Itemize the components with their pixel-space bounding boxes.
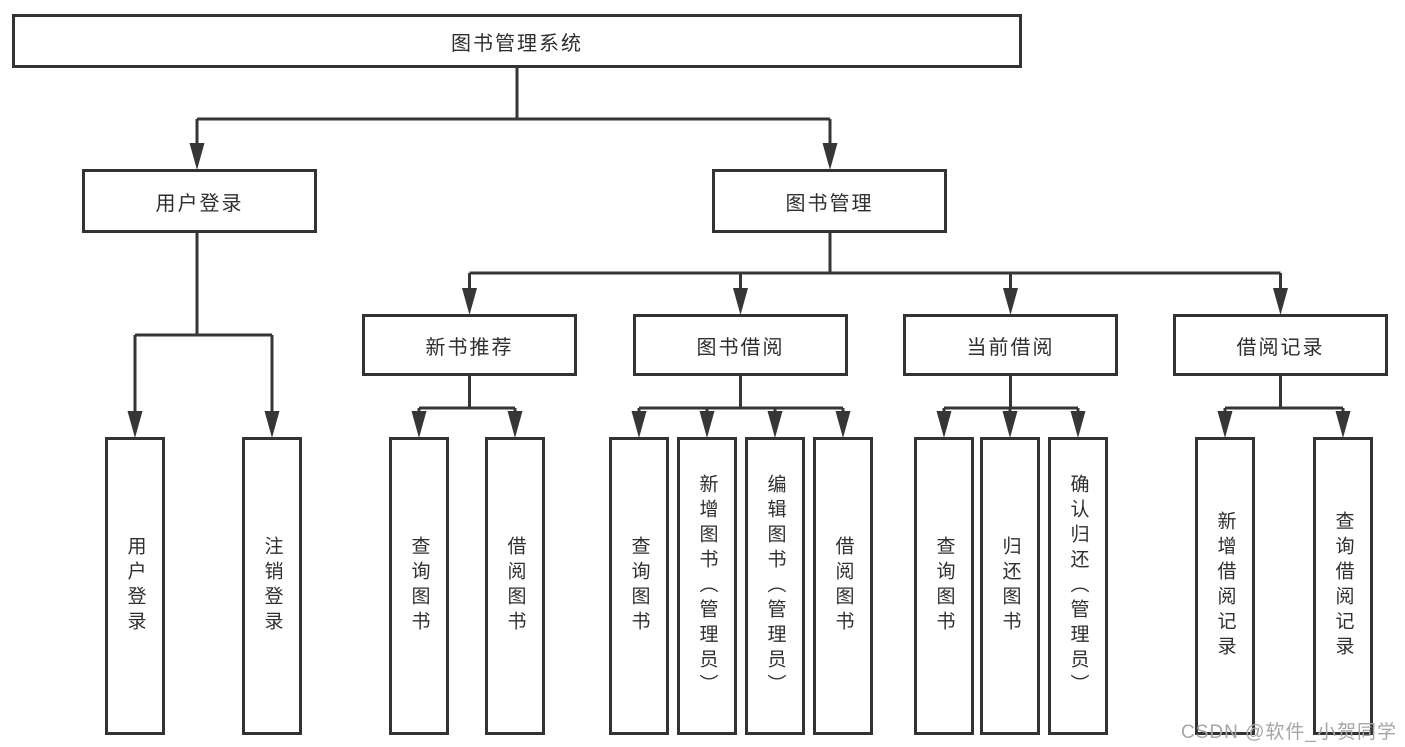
node-current-borrowing: 当前借阅: [903, 314, 1118, 376]
leaf-borrowing-query-books: 查询图书: [609, 437, 669, 735]
node-user-login: 用户登录: [82, 169, 317, 233]
leaf-records-query-record: 查询借阅记录: [1313, 437, 1373, 735]
leaf-borrowing-add-books-admin: 新增图书（管理员）: [677, 437, 737, 735]
leaf-borrowing-edit-books-admin: 编辑图书（管理员）: [745, 437, 805, 735]
leaf-records-add-record: 新增借阅记录: [1195, 437, 1255, 735]
leaf-current-confirm-return-admin: 确认归还（管理员）: [1048, 437, 1108, 735]
leaf-current-return-books: 归还图书: [980, 437, 1040, 735]
leaf-borrowing-borrow-books: 借阅图书: [813, 437, 873, 735]
watermark-text: CSDN @软件_小贺同学: [1181, 722, 1397, 743]
node-book-borrowing: 图书借阅: [633, 314, 848, 376]
node-root: 图书管理系统: [12, 14, 1022, 68]
node-borrowing-records: 借阅记录: [1173, 314, 1388, 376]
leaf-logout: 注销登录: [242, 437, 302, 735]
leaf-user-login: 用户登录: [105, 437, 165, 735]
leaf-current-query-books: 查询图书: [914, 437, 974, 735]
leaf-recommend-borrow-books: 借阅图书: [485, 437, 545, 735]
leaf-recommend-query-books: 查询图书: [389, 437, 449, 735]
node-book-management: 图书管理: [712, 169, 947, 233]
node-new-book-recommend: 新书推荐: [362, 314, 577, 376]
